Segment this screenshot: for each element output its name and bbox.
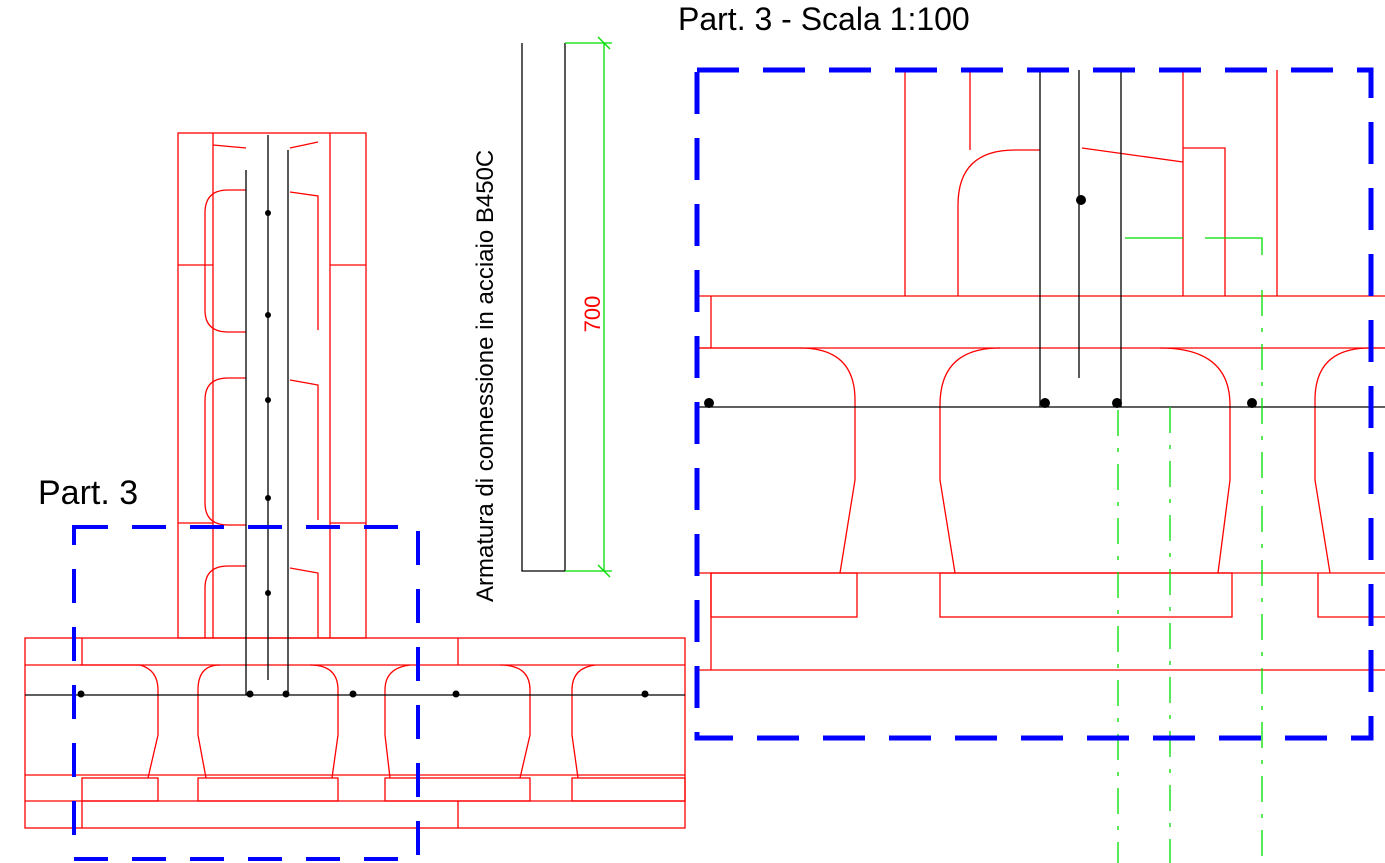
detail-blocks [697,70,1385,671]
detail-marker-frame [72,525,420,861]
detail-dimension-lines [1117,237,1263,863]
part-left-label: Part. 3 [38,474,138,512]
rebar-note: Armatura di connessione in acciaio B450C [472,150,499,602]
vertical-wall-blocks [177,132,367,639]
overview-plan: Part. 3 [24,132,686,861]
detail-frame [694,67,1374,741]
overview-rebars [25,135,685,698]
detail-rebars [697,70,1385,408]
part-right-title: Part. 3 - Scala 1:100 [678,1,970,37]
detail-enlarged: Part. 3 - Scala 1:100 [678,1,1385,863]
dimension-label: 700 [580,296,605,333]
horizontal-wall-blocks [24,637,686,829]
rebar-shape: 700 Armatura di connessione in acciaio B… [472,36,612,602]
